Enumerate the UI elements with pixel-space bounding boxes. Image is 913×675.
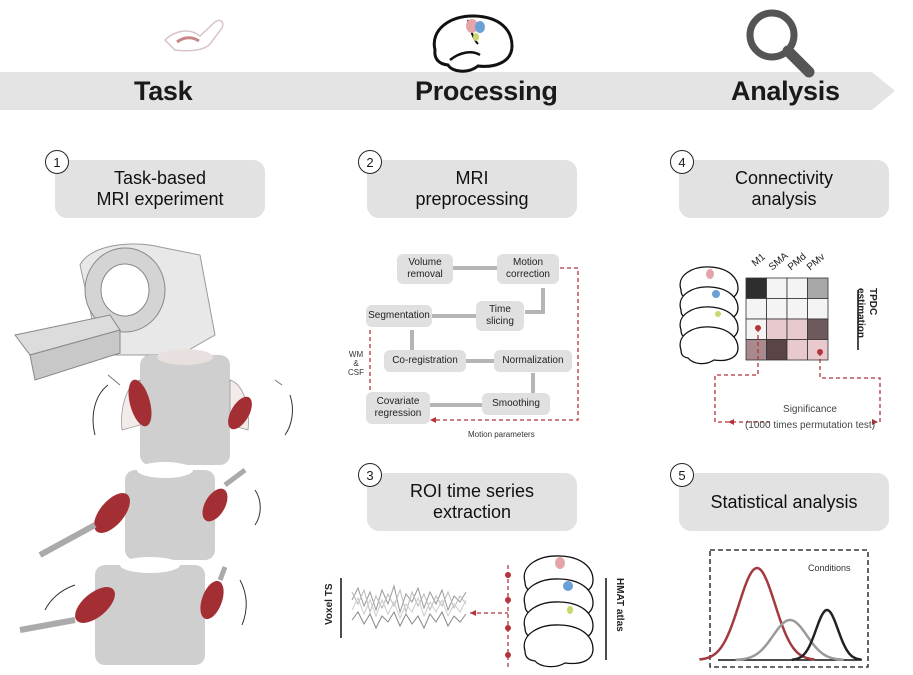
flow-smoothing: Smoothing <box>482 393 550 415</box>
motion-correction-line-2: correction <box>506 269 550 280</box>
time-slicing-line-2: slicing <box>486 316 514 327</box>
banner-task: Task <box>134 76 193 106</box>
coregistration-label: Co-registration <box>392 355 458 366</box>
wm-csf-label: WM & CSF <box>345 350 367 377</box>
step-5-line-1: Statistical analysis <box>710 491 858 512</box>
stacked-brains-roi <box>523 555 594 668</box>
flow-coregistration: Co-registration <box>384 350 466 372</box>
volume-removal-line-1: Volume <box>408 257 442 268</box>
motion-parameters-label: Motion parameters <box>468 430 535 439</box>
time-slicing-line-1: Time <box>489 304 511 315</box>
motion-correction-line-1: Motion <box>512 257 543 268</box>
tpdc-matrix <box>745 277 829 361</box>
arm-figure-3 <box>19 557 247 665</box>
step-4-number: 4 <box>670 150 694 174</box>
wm-label: WM <box>348 350 364 359</box>
smoothing-label: Smoothing <box>492 398 540 409</box>
condition-curve-3 <box>791 608 862 661</box>
step-1-line-1: Task-based <box>113 168 207 188</box>
conditions-label: Conditions <box>808 563 851 573</box>
arm-sketch-icon <box>163 19 224 52</box>
step-4-line-2: analysis <box>751 189 817 209</box>
step-5-number: 5 <box>670 463 694 487</box>
step-1-number: 1 <box>45 150 69 174</box>
segmentation-label: Segmentation <box>368 310 430 321</box>
amp-label: & <box>353 359 359 368</box>
normalization-label: Normalization <box>502 355 564 366</box>
permutation-label: (1000 times permutation test) <box>744 420 876 431</box>
volume-removal-line-2: removal <box>407 269 443 280</box>
mri-scanner <box>14 243 216 381</box>
step-3-number: 3 <box>358 463 382 487</box>
step-5-box: Statistical analysis <box>679 473 889 531</box>
condition-curve-1 <box>699 566 815 661</box>
arm-figure-1 <box>92 349 293 465</box>
brain-icon <box>432 14 514 73</box>
banner-processing: Processing <box>415 76 558 106</box>
condition-curve-2 <box>735 618 844 662</box>
csf-label: CSF <box>348 368 364 377</box>
step-3-line-2: extraction <box>432 502 512 522</box>
covariate-regression-line-1: Covariate <box>376 396 420 407</box>
banner-analysis: Analysis <box>731 76 840 106</box>
flow-segmentation: Segmentation <box>366 305 432 327</box>
step-2-line-1: MRI <box>455 168 489 188</box>
step-2-number: 2 <box>358 150 382 174</box>
covariate-regression-line-2: regression <box>374 408 422 419</box>
voxel-time-series <box>351 584 467 630</box>
magnifier-icon <box>746 9 815 78</box>
matrix-cell <box>807 339 829 361</box>
step-4-line-1: Connectivity <box>734 168 834 188</box>
mri-task-illustration <box>14 243 293 665</box>
step-1-line-2: MRI experiment <box>96 189 224 209</box>
arm-figure-2 <box>38 462 261 560</box>
step-2-line-2: preprocessing <box>415 189 529 209</box>
stacked-brains-connectivity <box>679 266 739 365</box>
step-3-line-1: ROI time series <box>409 481 535 501</box>
significance-label: Significance <box>783 404 837 415</box>
flow-normalization: Normalization <box>494 350 572 372</box>
